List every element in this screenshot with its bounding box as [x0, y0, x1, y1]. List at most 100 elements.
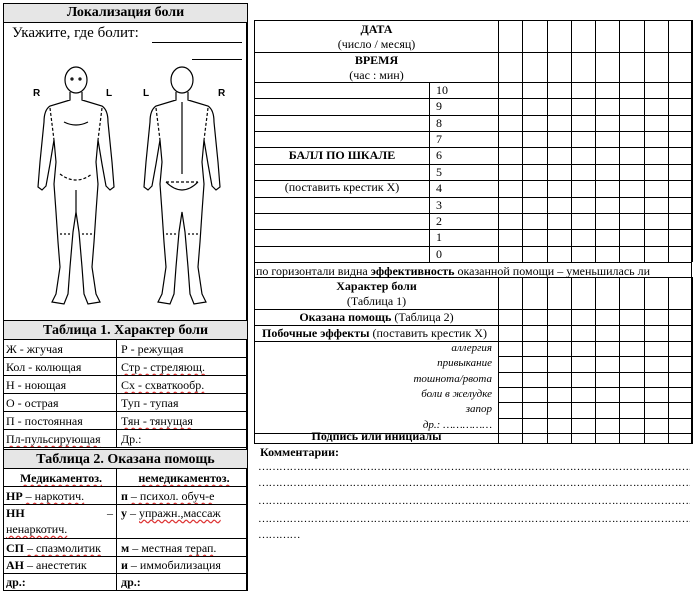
grid-row-line	[254, 341, 692, 342]
grid-row-line	[254, 52, 692, 53]
grid-column-line	[668, 277, 669, 444]
grid-row-line	[254, 325, 692, 326]
help-label: Оказана помощь (Таблица 2)	[299, 310, 454, 324]
score-sub: (поставить крестик Х)	[284, 180, 400, 194]
grid-row-line	[498, 387, 692, 388]
pain-character-sub: (Таблица 1)	[346, 294, 407, 308]
side-effect-item: тошнота/рвота	[413, 372, 492, 385]
grid-column-line	[498, 277, 499, 444]
front-body-figure	[37, 66, 115, 305]
grid-row-line	[254, 277, 692, 278]
grid-row-line	[254, 262, 692, 263]
table2-header-row: Медикаментоз.немедикаментоз.	[3, 469, 247, 487]
side-label-l-back: L	[143, 88, 150, 99]
scale-value: 7	[436, 132, 442, 147]
grid-row-line	[254, 433, 692, 434]
grid-column-line	[571, 20, 572, 262]
grid-column-line	[644, 20, 645, 262]
grid-column-line	[668, 20, 669, 262]
grid-column-line	[619, 20, 620, 262]
side-effect-item: привыкание	[437, 357, 492, 370]
grid-row-line	[254, 115, 692, 116]
grid-column-line	[547, 277, 548, 444]
scale-divider	[429, 82, 430, 262]
time-label: ВРЕМЯ	[354, 53, 399, 67]
comments-label: Комментарии:	[260, 445, 340, 459]
table1-title: Таблица 1. Характер боли	[4, 320, 247, 340]
scale-value: 6	[436, 148, 442, 163]
grid-column-line	[595, 20, 596, 262]
right-panel-border	[254, 20, 692, 444]
grid-row-line	[254, 180, 692, 181]
grid-row-line	[498, 372, 692, 373]
efficacy-note: по горизонтали видна эффективность оказа…	[256, 264, 651, 278]
grid-column-line	[571, 277, 572, 444]
time-sub: (час : мин)	[349, 68, 404, 82]
grid-row-line	[254, 246, 692, 247]
scale-value: 10	[436, 83, 448, 97]
pain-location-title: Локализация боли	[4, 4, 247, 23]
scale-value: 4	[436, 181, 442, 196]
grid-column-line	[692, 277, 693, 444]
grid-column-line	[522, 20, 523, 262]
scale-value: 3	[436, 197, 442, 212]
grid-row-line	[254, 309, 692, 310]
scale-value: 5	[436, 164, 442, 179]
side-effect-item: боли в желудке	[421, 387, 492, 400]
scale-value: 8	[436, 115, 442, 130]
grid-row-line	[254, 82, 692, 83]
comment-line[interactable]: ……………………………………………………………………………………………………………	[258, 477, 690, 489]
table2-title: Таблица 2. Оказана помощь	[4, 449, 247, 469]
side-label-r-front: R	[33, 88, 41, 99]
grid-row-line	[498, 418, 692, 419]
date-label: ДАТА	[360, 22, 393, 36]
comment-line[interactable]: …………	[258, 529, 301, 541]
comment-line[interactable]: ……………………………………………………………………………………………………………	[258, 513, 690, 525]
side-label-r-back: R	[218, 88, 226, 99]
grid-row-line	[254, 131, 692, 132]
grid-row-line	[254, 213, 692, 214]
body-diagram[interactable]	[20, 62, 240, 317]
table2-row: НР – наркотич.п – психол. обуч-е	[3, 487, 247, 505]
grid-row-line	[254, 197, 692, 198]
left-panel-border	[3, 3, 248, 591]
grid-column-line	[522, 277, 523, 444]
scale-value: 1	[436, 230, 442, 245]
side-label-l-front: L	[106, 88, 113, 99]
side-effect-item: аллергия	[451, 342, 492, 354]
comment-line[interactable]: ……………………………………………………………………………………………………………	[258, 495, 690, 507]
pain-character-label: Характер боли	[336, 279, 417, 293]
grid-row-line	[498, 356, 692, 357]
grid-column-line	[644, 277, 645, 444]
grid-column-line	[692, 20, 693, 262]
back-body-figure	[143, 66, 221, 305]
scale-value: 0	[436, 246, 442, 261]
grid-column-line	[595, 277, 596, 444]
where-line-1	[152, 42, 242, 43]
side-effects-label: Побочные эффекты (поставить крестик Х)	[262, 326, 487, 340]
scale-value: 9	[436, 99, 442, 114]
scale-value: 2	[436, 213, 442, 228]
date-sub: (число / месяц)	[337, 37, 416, 51]
table2-row: НН –ненаркотич.у – упражн.,массаж	[3, 505, 247, 539]
where-prompt: Укажите, где болит:	[12, 25, 139, 41]
grid-row-line	[254, 147, 692, 148]
grid-column-line	[619, 277, 620, 444]
grid-column-line	[547, 20, 548, 262]
grid-row-line	[498, 402, 692, 403]
grid-row-line	[254, 229, 692, 230]
signature-label: Подпись или инициалы	[311, 429, 442, 443]
table2-row: др.:др.:	[3, 574, 247, 591]
grid-column-line	[498, 20, 499, 262]
side-effect-item: запор	[465, 403, 492, 416]
grid-row-line	[254, 98, 692, 99]
comment-line[interactable]: ……………………………………………………………………………………………………………	[258, 461, 690, 473]
